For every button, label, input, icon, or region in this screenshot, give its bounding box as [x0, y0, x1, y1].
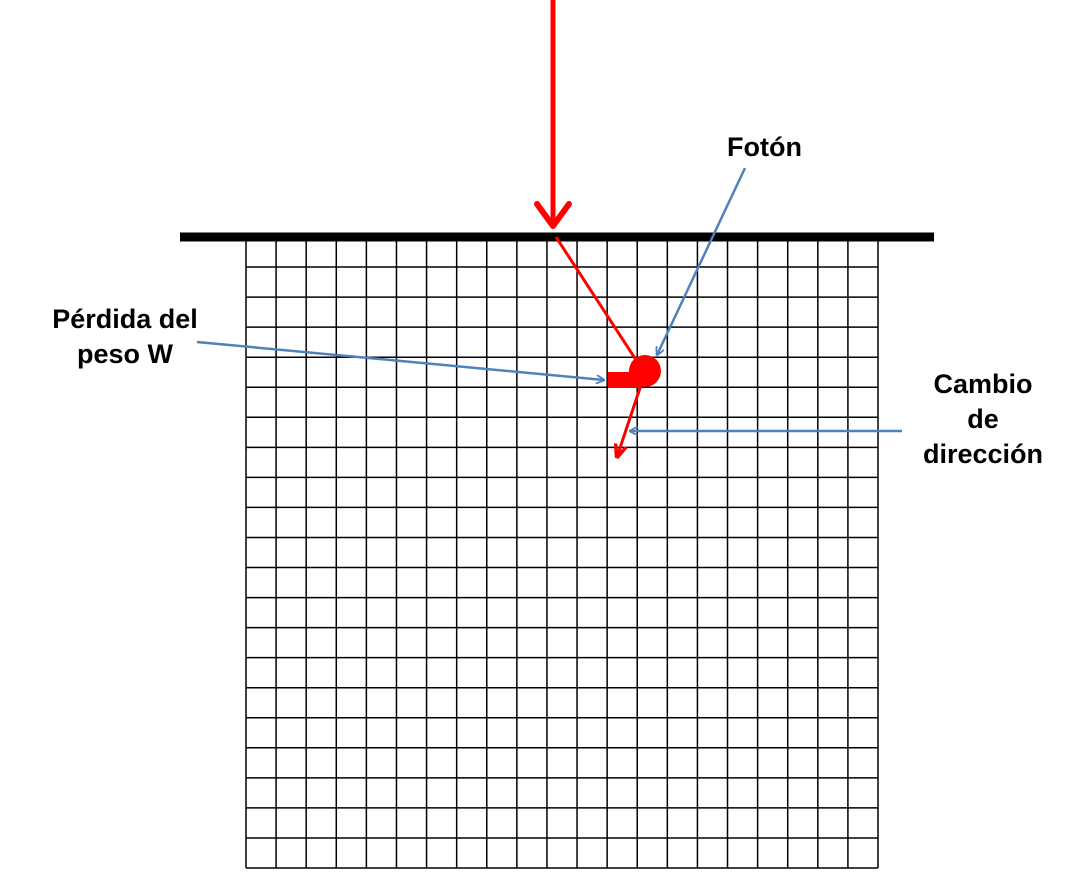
weight-loss-label-line1: Pérdida del — [52, 304, 198, 334]
scattered-direction-arrow — [617, 384, 643, 457]
incident-arrowhead — [534, 201, 572, 229]
weight-loss-label-line2: peso W — [76, 339, 173, 369]
foton-label-text: Fotón — [727, 132, 802, 162]
tissue-grid — [245, 236, 879, 869]
direction-change-label-line2: de — [967, 404, 999, 434]
foton-label: Fotón — [727, 130, 802, 165]
weight-loss-annotation-arrow — [196, 340, 604, 380]
foton-annotation-arrow — [657, 167, 747, 355]
photon-path-segment — [554, 236, 642, 367]
photon-dot — [629, 355, 661, 387]
direction-change-label: Cambio de dirección — [908, 367, 1058, 472]
direction-change-label-line3: dirección — [922, 439, 1044, 469]
direction-change-label-line1: Cambio — [933, 369, 1033, 399]
weight-loss-label: Pérdida del peso W — [40, 302, 210, 372]
